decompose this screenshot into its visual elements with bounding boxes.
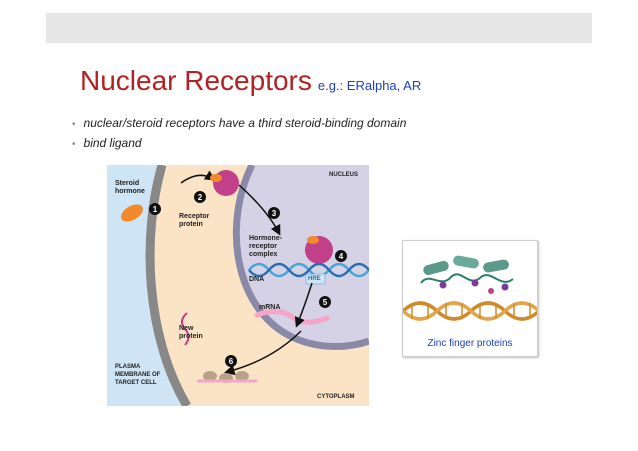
receptor-protein-icon [213, 170, 239, 196]
zinc-finger-protein-icon [420, 255, 514, 294]
bullet-dot-icon: • [72, 139, 76, 150]
bound-hormone-icon [210, 174, 222, 182]
receptor-pathway-diagram: 1 2 3 4 5 6 Steroid hormone Receptor pro… [107, 165, 369, 406]
dna-helix-icon [248, 262, 369, 278]
label-mrna: mRNA [259, 304, 281, 311]
svg-text:4: 4 [339, 252, 344, 261]
dna-double-helix-icon [403, 301, 537, 321]
label-plasma-membrane: PLASMA MEMBRANE OF TARGET CELL [115, 364, 161, 386]
bullet-item: • nuclear/steroid receptors have a third … [72, 114, 406, 134]
label-hre: HRE [308, 276, 321, 282]
label-dna: DNA [249, 276, 265, 283]
new-protein-chain-icon [181, 312, 190, 346]
complex-hormone-icon [307, 236, 319, 244]
slide-title: Nuclear Receptors e.g.: ERalpha, AR [80, 65, 421, 97]
label-steroid-hormone: Steroid hormone [115, 180, 145, 195]
label-nucleus: NUCLEUS [329, 172, 359, 178]
zinc-finger-inset: Zinc finger proteins [402, 240, 538, 357]
svg-text:6: 6 [229, 357, 234, 366]
title-main: Nuclear Receptors [80, 65, 312, 96]
arrow-step5 [224, 330, 302, 376]
svg-text:1: 1 [153, 205, 158, 214]
bullet-dot-icon: • [72, 119, 76, 130]
arrow-step3 [238, 184, 281, 236]
arrow-step4 [294, 282, 313, 328]
zinc-finger-dna-illustration [403, 255, 537, 321]
steroid-hormone-icon [121, 204, 143, 222]
bullet-item: • bind ligand [72, 134, 406, 154]
bullet-list: • nuclear/steroid receptors have a third … [72, 114, 406, 154]
svg-text:3: 3 [272, 209, 277, 218]
label-hormone-receptor-complex: Hormone-receptor complex [249, 235, 283, 258]
bullet-text: bind ligand [83, 136, 142, 150]
header-bar [46, 13, 592, 43]
label-new-protein: New protein [179, 325, 203, 340]
ribosome-polysome-icon [197, 371, 257, 383]
svg-text:5: 5 [323, 298, 328, 307]
label-cytoplasm: CYTOPLASM [317, 394, 355, 400]
step-markers: 1 2 3 4 5 6 [149, 191, 347, 367]
mrna-icon [254, 309, 330, 325]
nuclear-envelope [232, 165, 369, 350]
label-receptor-protein: Receptor protein [179, 213, 210, 228]
title-examples: e.g.: ERalpha, AR [317, 78, 422, 93]
plasma-membrane [145, 165, 191, 406]
pathway-illustration: 1 2 3 4 5 6 [107, 165, 369, 406]
inset-caption: Zinc finger proteins [427, 338, 513, 349]
svg-text:2: 2 [198, 193, 203, 202]
hre-box [305, 273, 326, 285]
bullet-text: nuclear/steroid receptors have a third s… [83, 116, 407, 130]
